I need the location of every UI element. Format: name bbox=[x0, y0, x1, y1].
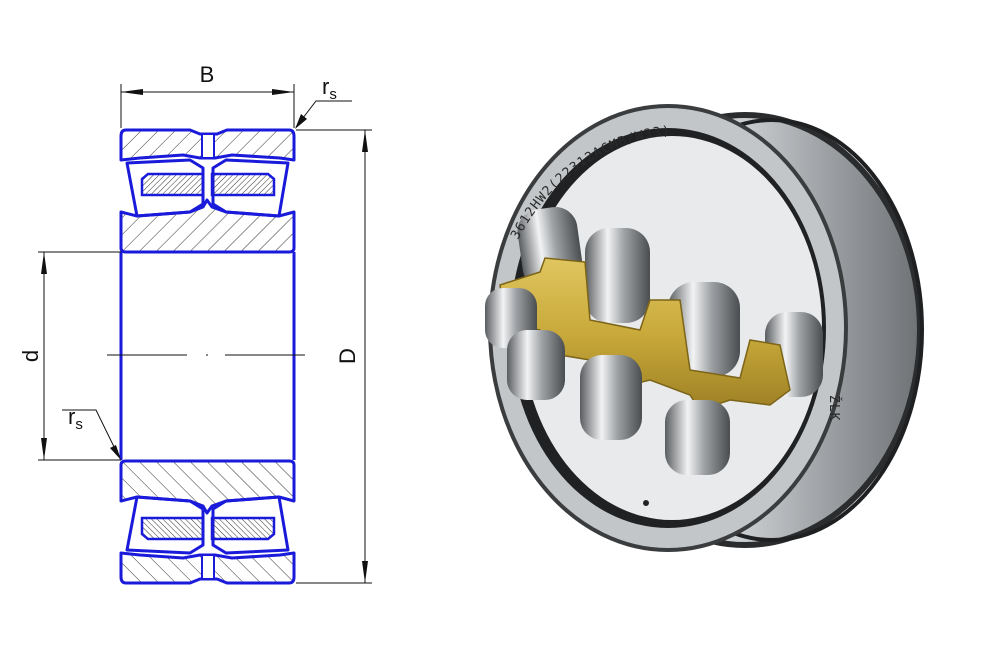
bearing-photo: 3612HW2(22312ACMB/W33) ŽLK bbox=[485, 104, 924, 552]
label-D: D bbox=[335, 348, 360, 364]
arrow-icon bbox=[110, 445, 121, 460]
roller bbox=[580, 355, 642, 440]
label-rs-bottom: rs bbox=[68, 404, 83, 433]
lower-section bbox=[119, 459, 296, 585]
brand-marking: ŽLK bbox=[826, 395, 842, 421]
brass-cage bbox=[499, 257, 791, 411]
chamfer-label-top: rs bbox=[295, 74, 352, 129]
cage-right-upper bbox=[210, 172, 276, 197]
roller bbox=[585, 228, 650, 323]
dimension-d-bore: d bbox=[18, 251, 121, 461]
arrow-icon bbox=[295, 114, 307, 129]
label-rs-top-main: r bbox=[322, 74, 329, 99]
arrow-icon bbox=[41, 252, 47, 460]
label-rs-bottom-main: r bbox=[68, 404, 75, 429]
label-rs-bottom-sub: s bbox=[75, 416, 83, 433]
outer-ring-groove-lower bbox=[201, 554, 215, 580]
outer-ring-groove-upper bbox=[201, 133, 215, 159]
dimension-d-outer: D bbox=[296, 129, 372, 584]
cage-left-lower bbox=[140, 516, 205, 541]
label-rs-top-sub: s bbox=[329, 86, 337, 103]
roller bbox=[507, 330, 565, 400]
cross-section-drawing: B rs D d rs bbox=[18, 62, 372, 585]
roller bbox=[665, 400, 730, 475]
cage-left-upper bbox=[140, 172, 205, 197]
dimension-b: B bbox=[120, 62, 295, 128]
roller-set bbox=[485, 207, 823, 475]
inner-ring-upper bbox=[119, 198, 296, 254]
label-b: B bbox=[200, 62, 215, 87]
cage-right-lower bbox=[210, 516, 276, 541]
label-d: d bbox=[18, 350, 43, 362]
upper-section bbox=[119, 128, 296, 254]
inner-ring-lower bbox=[119, 459, 296, 515]
chamfer-label-bottom: rs bbox=[62, 404, 121, 460]
label-rs-top: rs bbox=[322, 74, 337, 103]
lubrication-hole bbox=[643, 500, 649, 506]
